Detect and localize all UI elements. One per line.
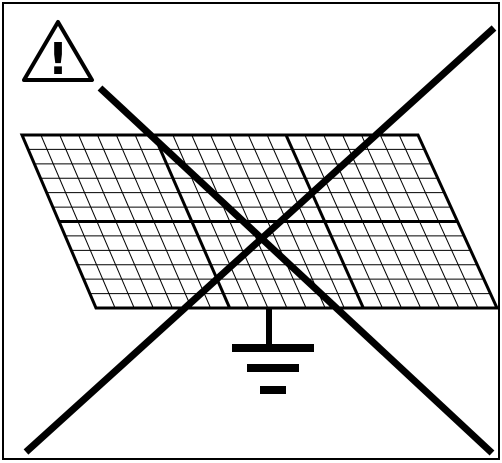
solar-panel-array (19, 133, 500, 310)
cross-line-descending (97, 85, 495, 456)
mount-post (266, 308, 272, 350)
ground-bar-3 (260, 386, 286, 394)
ground-bar-2 (247, 364, 299, 372)
ground-symbol (232, 308, 314, 394)
warning-exclamation-glyph: ! (48, 34, 68, 85)
warning-triangle-icon: ! (22, 20, 94, 85)
ground-bar-1 (232, 344, 314, 352)
cross-line-ascending (23, 25, 497, 455)
prohibition-cross (23, 25, 497, 456)
